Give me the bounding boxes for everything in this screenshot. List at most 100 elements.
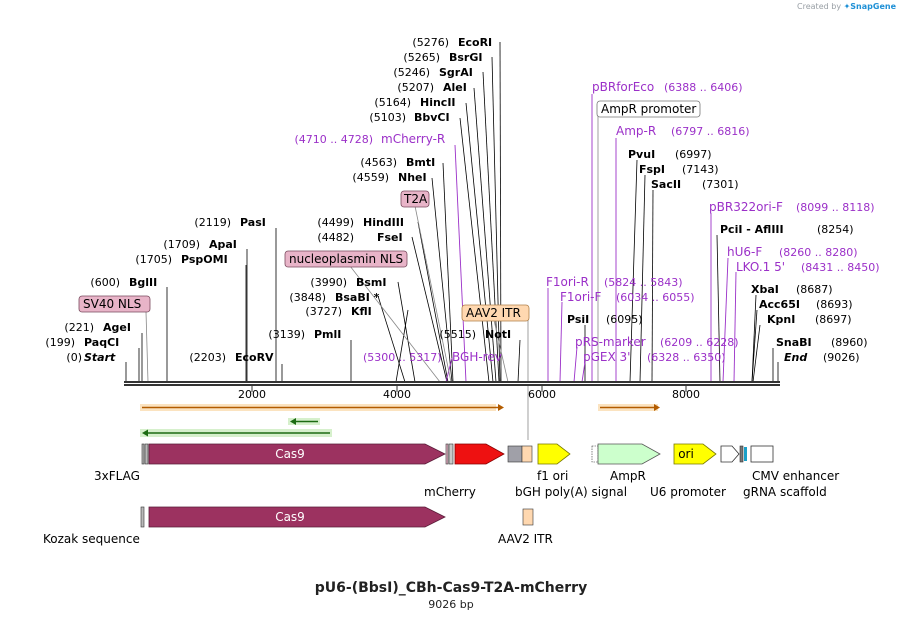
primer-range: (8099 .. 8118) xyxy=(796,201,875,214)
cas9-label: Cas9 xyxy=(275,447,305,461)
site-name: SgrAI xyxy=(439,66,473,79)
orf-arrowhead-4 xyxy=(142,429,148,437)
primer-range: (6209 .. 6228) xyxy=(660,336,739,349)
nucleoplasmin-nls-box xyxy=(284,250,408,268)
primer-range: (8260 .. 8280) xyxy=(779,246,858,259)
kozak-feature xyxy=(140,506,145,528)
site-position: (7301) xyxy=(702,178,739,191)
ruler-ticks xyxy=(251,386,687,392)
plasmid-title: pU6-(BbsI)_CBh-Cas9-T2A-mCherry xyxy=(314,580,588,596)
primer-range: (5824 .. 5843) xyxy=(604,276,683,289)
sv40-nls-label: SV40 NLS xyxy=(83,297,141,311)
primer-name: mCherry-R xyxy=(381,132,445,146)
bgh-polya-label: bGH poly(A) signal xyxy=(515,485,627,499)
site-position: (8960) xyxy=(831,336,868,349)
site-leader-lines xyxy=(125,41,779,383)
site-position: (3727) xyxy=(305,305,342,318)
t2a-box xyxy=(400,190,430,208)
site-position: (1705) xyxy=(135,253,172,266)
site-position: (1709) xyxy=(163,238,200,251)
site-name: Acc65I xyxy=(759,298,800,311)
site-name: EcoRV xyxy=(235,351,274,364)
site-position: (3990) xyxy=(310,276,347,289)
ruler-label: 2000 xyxy=(238,388,266,401)
primer-name: BGH-rev xyxy=(452,350,502,364)
f1-ori-label: f1 ori xyxy=(537,469,568,483)
site-name: EcoRI xyxy=(458,36,492,49)
primer-name: Amp-R xyxy=(616,124,656,138)
secondary-track: Cas9 Kozak sequence AAV2 ITR xyxy=(43,506,553,546)
site-name: BsmI xyxy=(356,276,387,289)
site-position: (8687) xyxy=(796,283,833,296)
u6-promoter-label: U6 promoter xyxy=(650,485,726,499)
site-name: SnaBI xyxy=(776,336,812,349)
site-name: BbvCI xyxy=(414,111,450,124)
primer-labels: (4710 .. 4728) mCherry-R (5300 .. 5317) … xyxy=(294,80,879,364)
aav2-itr-feature-copy xyxy=(522,508,534,526)
flag-tag-feature xyxy=(141,443,145,465)
cas9-feature xyxy=(148,443,446,465)
primer-leader-lines xyxy=(445,94,737,383)
site-name: XbaI xyxy=(751,283,779,296)
site-position: (4559) xyxy=(352,171,389,184)
primer-name: pGEX 3' xyxy=(583,350,630,364)
site-position: (5276) xyxy=(412,36,449,49)
site-position: (5207) xyxy=(397,81,434,94)
primer-name: pBRforEco xyxy=(592,80,654,94)
sv40-nls-feature xyxy=(144,443,149,465)
site-name: SacII xyxy=(651,178,681,191)
primer-name: LKO.1 5' xyxy=(736,260,785,274)
bgh-polya-feature xyxy=(507,445,523,463)
ampr-promoter-label: AmpR promoter xyxy=(601,102,696,116)
primer-range: (4710 .. 4728) xyxy=(294,133,373,146)
ori-label: ori xyxy=(678,447,694,461)
site-position: (9026) xyxy=(823,351,860,364)
primer-name: pRS-marker xyxy=(575,335,646,349)
feature-track: Cas9 ori xyxy=(141,443,774,465)
site-position: (7143) xyxy=(682,163,719,176)
site-name: PspOMI xyxy=(181,253,228,266)
site-position: (2119) xyxy=(194,216,231,229)
site-name: FspI xyxy=(639,163,665,176)
feature-leader-lines xyxy=(145,116,599,440)
t2a-feature xyxy=(448,443,454,465)
site-name: HincII xyxy=(420,96,456,109)
site-name: KpnI xyxy=(767,313,795,326)
site-name: ApaI xyxy=(209,238,237,251)
aav2-itr-copy-label: AAV2 ITR xyxy=(498,532,553,546)
nucleoplasmin-nls-label: nucleoplasmin NLS xyxy=(289,252,403,266)
mcherry-feature xyxy=(454,443,505,465)
primer-range: (6328 .. 6350) xyxy=(647,351,726,364)
primer-name: F1ori-F xyxy=(560,290,601,304)
site-name: NotI xyxy=(485,328,511,341)
3xflag-label: 3xFLAG xyxy=(94,469,140,483)
grna-scaffold-feature xyxy=(744,447,747,461)
site-name: BmtI xyxy=(406,156,435,169)
site-position: (8697) xyxy=(815,313,852,326)
site-name: BglII xyxy=(129,276,157,289)
cmv-enhancer-label: CMV enhancer xyxy=(752,469,839,483)
site-position: (5164) xyxy=(374,96,411,109)
ampr-promoter-box xyxy=(596,100,701,118)
primer-range: (8431 .. 8450) xyxy=(801,261,880,274)
site-name: PaqCI xyxy=(84,336,119,349)
feature-labels: 3xFLAG mCherry f1 ori bGH poly(A) signal… xyxy=(94,469,839,499)
aav2-itr-label: AAV2 ITR xyxy=(466,306,521,320)
site-position: (6095) xyxy=(606,313,643,326)
restriction-sites: (0) Start (199) PaqCI (221) AgeI (600) B… xyxy=(45,36,867,364)
site-position: (221) xyxy=(64,321,94,334)
site-name: PasI xyxy=(240,216,266,229)
site-position: (5265) xyxy=(403,51,440,64)
site-name: Start xyxy=(84,351,116,364)
primer-range: (6034 .. 6055) xyxy=(616,291,695,304)
site-name: PciI - AflIII xyxy=(720,223,784,236)
site-position: (4499) xyxy=(317,216,354,229)
mcherry-label: mCherry xyxy=(424,485,476,499)
ruler-label: 4000 xyxy=(383,388,411,401)
site-position: (199) xyxy=(45,336,75,349)
site-name: KflI xyxy=(351,305,372,318)
grna-scaffold-label: gRNA scaffold xyxy=(743,485,827,499)
ori-feature xyxy=(673,443,717,465)
site-position: (2203) xyxy=(189,351,226,364)
